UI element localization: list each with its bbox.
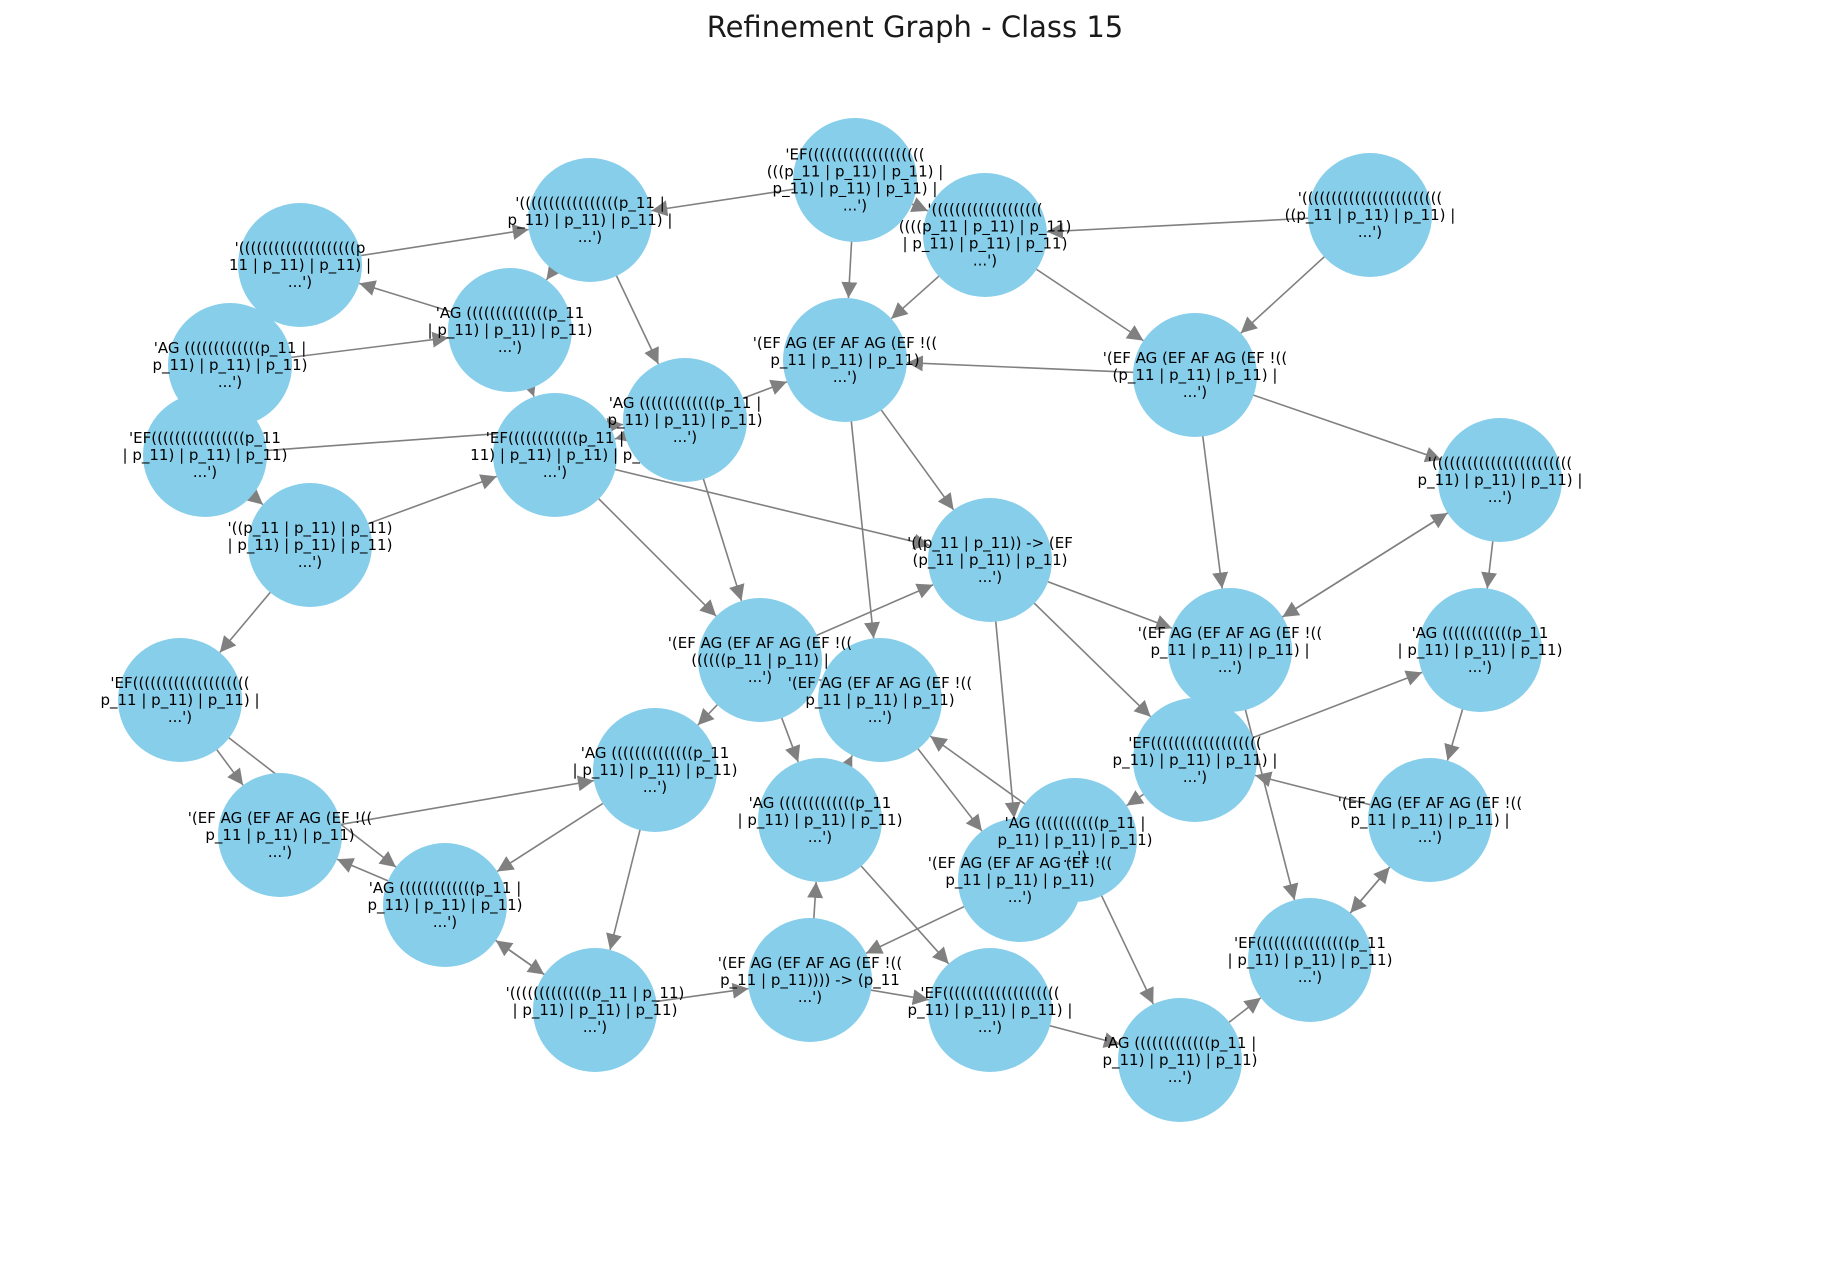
node-label-n26: '((((((((((((((p_11 | p_11)| p_11) | p_1…: [506, 984, 685, 1036]
nodes-layer: [118, 118, 1562, 1122]
node-label-n23: 'AG ((((((((((((((p_11| p_11) | p_11) | …: [573, 744, 738, 796]
graph-node-n13: [783, 298, 907, 422]
graph-node-n6: [238, 203, 362, 327]
node-label-n17: 'AG ((((((((((((p_11| p_11) | p_11) | p_…: [1398, 624, 1563, 676]
node-label-n31: '(EF AG (EF AF AG (EF !((p_11 | p_11) | …: [928, 854, 1112, 906]
node-label-n11: 'EF((((((((((((p_11 |11) | p_11) | p_11)…: [470, 429, 640, 481]
graph-node-n22: [698, 598, 822, 722]
node-label-n5: 'AG ((((((((((((((p_11| p_11) | p_11) | …: [428, 304, 593, 356]
graph-node-n21: [818, 638, 942, 762]
graph-node-n30: [1248, 898, 1372, 1022]
node-label-n25: '(EF AG (EF AF AG (EF !((p_11 | p_11) | …: [188, 809, 372, 861]
graph-node-n16: [1438, 418, 1562, 542]
graph-node-n1: [793, 118, 917, 242]
node-label-n8: 'EF((((((((((((((((p_11| p_11) | p_11) |…: [123, 429, 288, 481]
node-label-n14: '((p_11 | p_11)) -> (EF(p_11 | p_11) | p…: [907, 534, 1073, 586]
node-label-n7: 'AG (((((((((((((p_11 |p_11) | p_11) | p…: [152, 339, 307, 391]
graph-node-n28: [928, 948, 1052, 1072]
graph-node-n19: [1133, 698, 1257, 822]
graph-node-n26: [533, 948, 657, 1072]
node-label-n18: '(EF AG (EF AF AG (EF !((p_11 | p_11) | …: [1338, 794, 1522, 846]
graph-node-n12: [623, 358, 747, 482]
graph-title: Refinement Graph - Class 15: [706, 10, 1124, 44]
node-label-n10: 'EF((((((((((((((((((((p_11 | p_11) | p_…: [100, 674, 259, 726]
node-label-n22: '(EF AG (EF AF AG (EF !((((((((p_11 | p_…: [668, 634, 852, 686]
node-label-n12: 'AG (((((((((((((p_11 |p_11) | p_11) | p…: [607, 394, 762, 446]
node-label-n27: '(EF AG (EF AF AG (EF !((p_11 | p_11))))…: [718, 954, 902, 1006]
node-label-n29: 'AG (((((((((((((p_11 |p_11) | p_11) | p…: [1102, 1034, 1257, 1086]
graph-node-n14: [928, 498, 1052, 622]
node-label-n15: '(EF AG (EF AF AG (EF !((p_11 | p_11) | …: [1138, 624, 1322, 676]
graph-node-n11: [493, 393, 617, 517]
graph-node-n2: [1308, 153, 1432, 277]
node-label-n3: '(EF AG (EF AF AG (EF !(((p_11 | p_11) |…: [1103, 349, 1287, 401]
node-label-n2: '((((((((((((((((((((((((((p_11 | p_11) …: [1285, 189, 1456, 241]
node-label-n16: '((((((((((((((((((((((((p_11) | p_11) |…: [1418, 454, 1583, 506]
node-label-n1: 'EF(((((((((((((((((((((((p_11 | p_11) |…: [767, 146, 944, 215]
graph-node-n25: [218, 773, 342, 897]
graph-node-n18: [1368, 758, 1492, 882]
graph-node-n15: [1168, 588, 1292, 712]
graph-node-n10: [118, 638, 242, 762]
node-label-n32: 'AG (((((((((((((p_11| p_11) | p_11) | p…: [738, 794, 903, 846]
graph-node-n8: [143, 393, 267, 517]
node-label-n13: '(EF AG (EF AF AG (EF !((p_11 | p_11) | …: [753, 334, 937, 386]
node-label-n21: '(EF AG (EF AF AG (EF !((p_11 | p_11) | …: [788, 674, 972, 726]
labels-layer: '(((((((((((((((((((((((p_11 | p_11) | p…: [100, 146, 1582, 1087]
node-label-n30: 'EF((((((((((((((((p_11| p_11) | p_11) |…: [1228, 934, 1393, 986]
node-label-n24: 'AG (((((((((((((p_11 |p_11) | p_11) | p…: [367, 879, 522, 931]
node-label-n19: 'EF(((((((((((((((((((p_11) | p_11) | p_…: [1113, 734, 1278, 786]
graph-node-n31: [958, 818, 1082, 942]
node-label-n20: 'AG (((((((((((p_11 |p_11) | p_11) | p_1…: [997, 814, 1152, 866]
node-label-n4: '(((((((((((((((((p_11 |p_11) | p_11) | …: [508, 194, 673, 246]
node-label-n9: '((p_11 | p_11) | p_11)| p_11) | p_11) |…: [227, 519, 392, 571]
graph-node-n32: [758, 758, 882, 882]
graph-node-n9: [248, 483, 372, 607]
node-label-n28: 'EF((((((((((((((((((((p_11) | p_11) | p…: [908, 984, 1073, 1036]
graph-node-n3: [1133, 313, 1257, 437]
graph-node-n27: [748, 918, 872, 1042]
graph-node-n4: [528, 158, 652, 282]
edge-n11-n14: [554, 454, 930, 550]
graph-node-n24: [383, 843, 507, 967]
graph-node-n17: [1418, 588, 1542, 712]
graph-node-n0: [923, 173, 1047, 297]
node-label-n0: '(((((((((((((((((((((((p_11 | p_11) | p…: [899, 201, 1072, 270]
graph-node-n23: [593, 708, 717, 832]
graph-node-n5: [448, 268, 572, 392]
graph-node-n29: [1118, 998, 1242, 1122]
